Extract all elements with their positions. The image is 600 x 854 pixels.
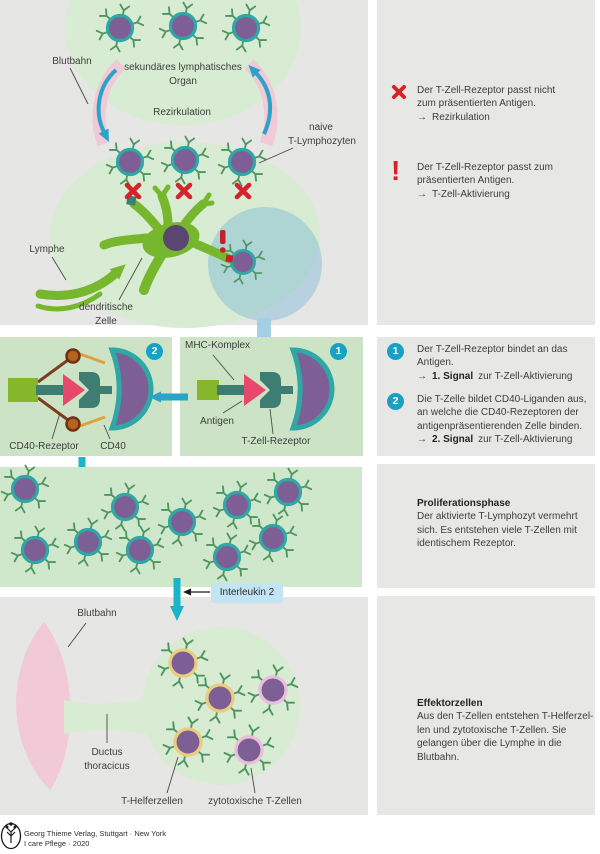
activation-exclamation: [219, 230, 226, 253]
footer-publisher: Georg Thieme Verlag, Stuttgart · New Yor…: [24, 829, 167, 838]
naive-label-line2: T-Lymphozyten: [288, 136, 356, 147]
note-line: antigenpräsentierenden Zelle binden.: [417, 420, 583, 432]
t-helper-label: T-Helferzellen: [121, 796, 183, 807]
cd40-receptor-label: CD40-Rezeptor: [9, 441, 79, 452]
note-line: Der T-Zell-Rezeptor bindet an das: [417, 344, 568, 355]
note-match: Der T-Zell-Rezeptor passt zum präsentier…: [417, 161, 595, 201]
note-line: Der T-Zell-Rezeptor passt zum: [417, 162, 553, 173]
organ-label-line2: Organ: [169, 76, 197, 87]
blutbahn-bottom-label: Blutbahn: [77, 608, 117, 619]
arrow-icon: →: [417, 111, 427, 123]
note-line: Blutbahn.: [417, 751, 460, 763]
ductus-label-line2: thoracicus: [84, 761, 130, 772]
signal2-graphic: [8, 347, 154, 432]
note-signal-1: Der T-Zell-Rezeptor bindet an das Antige…: [417, 343, 595, 383]
dendritic-cell: [99, 184, 234, 295]
dendritic-label-line1: dendritische: [79, 302, 133, 313]
dendritic-label-line2: Zelle: [95, 316, 117, 327]
interleukin-2-tag: Interleukin 2: [211, 583, 283, 603]
note-result: → 2. Signal zur T-Zell-Aktivierung: [417, 433, 595, 446]
dendritic-nucleus: [163, 225, 189, 251]
arrow-icon: →: [417, 370, 427, 382]
footer-source: I care Pflege · 2020: [24, 839, 90, 848]
note-line: an welche die CD40-Rezeptoren der: [417, 407, 579, 419]
note-effektor: Effektorzellen Aus den T-Zellen entstehe…: [417, 697, 595, 764]
blutbahn-top-label: Blutbahn: [52, 56, 92, 67]
signal-bold: 2. Signal: [432, 434, 474, 446]
note-line: Der aktivierte T-Lymphozyt vermehrt: [417, 511, 578, 523]
note-result-text: zur T-Zell-Aktivierung: [478, 370, 573, 382]
exclamation-icon: !: [391, 155, 401, 186]
note-result-text: Rezirkulation: [432, 111, 490, 123]
ductus-label-line1: Ductus: [91, 747, 123, 758]
note-title: Proliferationsphase: [417, 498, 511, 509]
zoom-highlight-circle: [208, 207, 322, 321]
note-badge-1: 1: [387, 343, 404, 360]
thieme-logo: [0, 822, 22, 850]
note-no-match: Der T-Zell-Rezeptor passt nicht zum präs…: [417, 84, 595, 124]
arrow-icon: →: [417, 188, 427, 200]
panel-badge-1: 1: [330, 343, 347, 360]
pointer-lines: [51, 67, 294, 794]
lymph-flow-arrow: [35, 264, 126, 312]
note-result: → Rezirkulation: [417, 111, 595, 124]
note-title: Effektorzellen: [417, 698, 483, 709]
note-result-text: T-Zell-Aktivierung: [432, 188, 510, 200]
cytotoxic-label: zytotoxische T-Zellen: [208, 796, 302, 807]
naive-label-line1: naive: [309, 122, 333, 133]
signal-bold: 1. Signal: [432, 370, 474, 382]
note-line: len und zytotoxische T-Zellen. Sie: [417, 724, 567, 736]
note-line: gelangen über die Lymphe in die: [417, 738, 562, 750]
note-result-text: zur T-Zell-Aktivierung: [478, 434, 573, 446]
lymphe-label: Lymphe: [29, 244, 65, 255]
note-line: identischem Rezeptor.: [417, 538, 516, 550]
panel-badge-2: 2: [146, 343, 163, 360]
arrow-icon: →: [417, 434, 427, 446]
note-line: Antigen.: [417, 357, 454, 369]
note-line: Der T-Zell-Rezeptor passt nicht: [417, 85, 556, 96]
t-cell-receptor-label: T-Zell-Rezeptor: [241, 436, 311, 447]
note-line: präsentierten Antigen.: [417, 175, 515, 187]
note-proliferation: Proliferationsphase Der aktivierte T-Lym…: [417, 497, 595, 551]
mhc-label: MHC-Komplex: [185, 340, 251, 351]
blood-vessel-crescent: [16, 622, 71, 790]
rezirkulation-label: Rezirkulation: [153, 107, 211, 118]
note-line: Die T-Zelle bildet CD40-Liganden aus,: [417, 394, 587, 405]
organ-label-line1: sekundäres lymphatisches: [124, 62, 242, 73]
note-line: zum präsentierten Antigen.: [417, 98, 536, 110]
signal1-graphic: [197, 347, 335, 431]
note-result: → T-Zell-Aktivierung: [417, 188, 595, 201]
note-badge-2: 2: [387, 393, 404, 410]
note-line: Aus den T-Zellen entstehen T-Helferzel-: [417, 711, 594, 723]
note-line: sich. Es entstehen viele T-Zellen mit: [417, 524, 577, 536]
antigen-label: Antigen: [200, 416, 234, 427]
presented-antigen-dot: [225, 254, 234, 263]
recirculation-arrows: [96, 64, 273, 142]
note-result: → 1. Signal zur T-Zell-Aktivierung: [417, 370, 595, 383]
cd40-label: CD40: [100, 441, 126, 452]
note-signal-2: Die T-Zelle bildet CD40-Liganden aus, an…: [417, 393, 595, 447]
